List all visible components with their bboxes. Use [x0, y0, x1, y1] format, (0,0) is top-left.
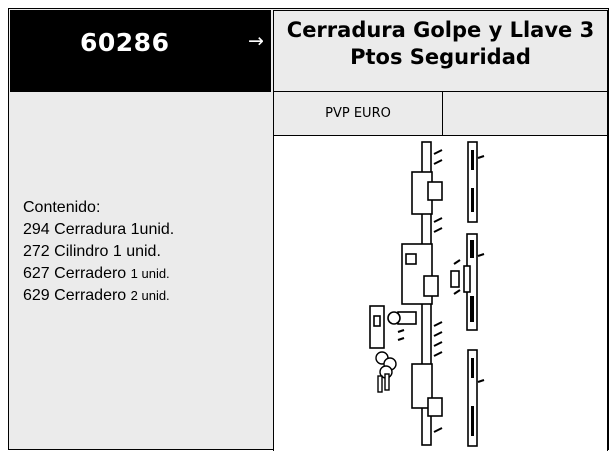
arrow-right-icon: →	[248, 30, 264, 52]
product-code: 60286	[80, 28, 170, 57]
contents-list: Contenido: 294 Cerradura 1unid. 272 Cili…	[23, 197, 174, 307]
contents-item: 629 Cerradero 2 unid.	[23, 287, 170, 304]
price-value-cell	[443, 92, 608, 136]
price-label: PVP EURO	[325, 106, 391, 121]
contents-heading: Contenido:	[23, 199, 101, 216]
product-sheet: 60286 → Cerradura Golpe y Llave 3 Ptos S…	[8, 8, 609, 451]
contents-item: 627 Cerradero 1 unid.	[23, 265, 170, 282]
price-label-cell: PVP EURO	[273, 92, 443, 136]
lock-assembly-illustration-icon	[369, 141, 485, 447]
contents-item: 272 Cilindro 1 unid.	[23, 243, 161, 260]
product-title-cell: Cerradura Golpe y Llave 3 Ptos Seguridad	[273, 10, 608, 92]
contents-item: 294 Cerradura 1unid.	[23, 221, 175, 238]
product-image-cell	[273, 136, 608, 451]
product-code-cell: 60286 →	[10, 10, 271, 92]
product-title: Cerradura Golpe y Llave 3 Ptos Seguridad	[286, 18, 595, 69]
